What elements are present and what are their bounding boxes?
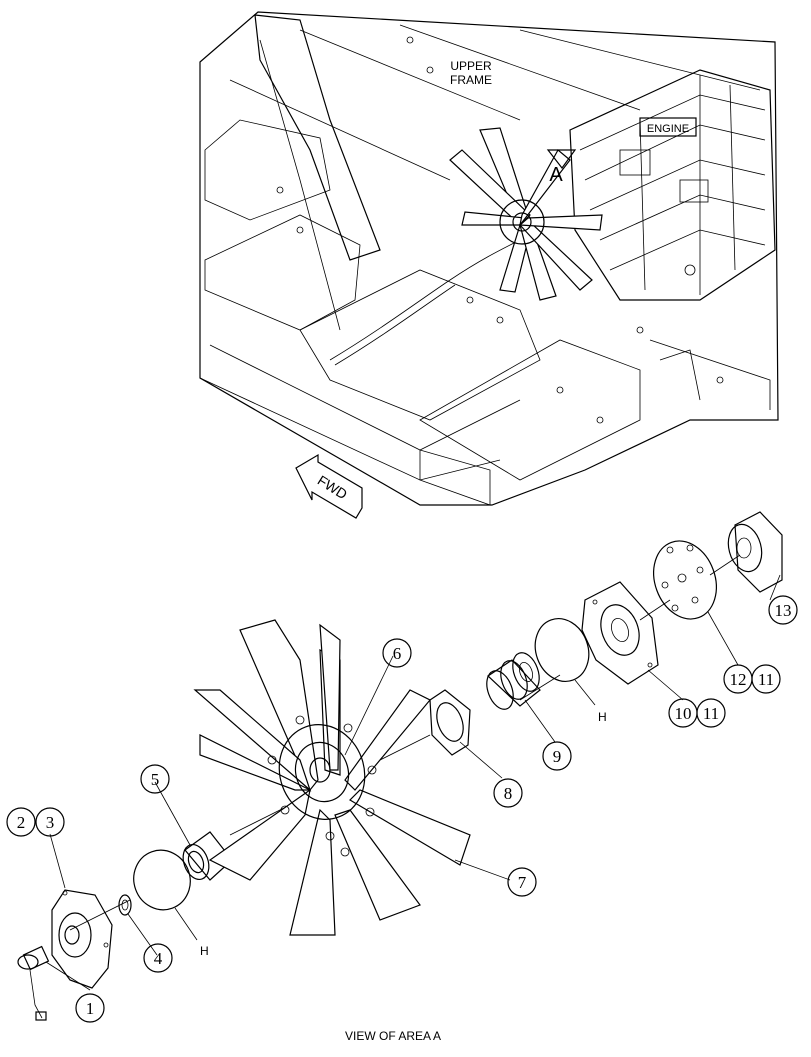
callout-12: 12 bbox=[723, 664, 753, 694]
gasket-h-right-label: H bbox=[598, 710, 607, 724]
callout-10: 10 bbox=[668, 698, 698, 728]
svg-text:7: 7 bbox=[518, 873, 527, 892]
upper-frame-view bbox=[199, 11, 779, 506]
svg-text:4: 4 bbox=[154, 949, 163, 968]
svg-text:9: 9 bbox=[553, 747, 562, 766]
svg-text:1: 1 bbox=[86, 999, 95, 1018]
fwd-label: FWD bbox=[315, 472, 351, 502]
callout-4: 4 bbox=[143, 943, 173, 973]
callout-9: 9 bbox=[542, 741, 572, 771]
callout-3: 3 bbox=[35, 807, 65, 837]
part-1-plug bbox=[17, 945, 50, 1021]
svg-text:5: 5 bbox=[151, 770, 160, 789]
view-caption: VIEW OF AREA A bbox=[345, 1029, 441, 1043]
gasket-h-right: H bbox=[534, 618, 607, 724]
gasket-h-left-label: H bbox=[200, 944, 209, 958]
svg-text:12: 12 bbox=[730, 670, 747, 689]
part-10-flange bbox=[581, 581, 659, 685]
svg-text:10: 10 bbox=[675, 704, 692, 723]
engine-label: ENGINE bbox=[647, 123, 689, 135]
part-8-plate bbox=[429, 689, 471, 756]
callout-6: 6 bbox=[382, 638, 412, 668]
callout-5: 5 bbox=[140, 764, 170, 794]
svg-text:13: 13 bbox=[775, 601, 792, 620]
engine-block: ENGINE bbox=[569, 69, 776, 301]
leader-lines bbox=[45, 574, 781, 991]
callout-7: 7 bbox=[507, 867, 537, 897]
part-13-motor bbox=[727, 511, 783, 593]
upper-fan: A bbox=[449, 127, 603, 301]
gasket-h-left: H bbox=[133, 849, 209, 958]
svg-text:3: 3 bbox=[46, 813, 55, 832]
part-7-fan bbox=[193, 619, 471, 936]
part-12-plate bbox=[653, 540, 717, 620]
part-9-pulley bbox=[486, 652, 541, 710]
part-3-housing bbox=[51, 889, 113, 989]
svg-text:11: 11 bbox=[758, 670, 774, 689]
callouts: 1 2 3 4 5 6 7 8 9 10 11 12 11 13 bbox=[6, 595, 798, 1023]
upper-frame-label-line2: FRAME bbox=[450, 73, 492, 87]
callout-8: 8 bbox=[493, 778, 523, 808]
callout-11b: 11 bbox=[751, 664, 781, 694]
callout-11a: 11 bbox=[696, 698, 726, 728]
fwd-arrow: FWD bbox=[295, 453, 363, 519]
callout-13: 13 bbox=[768, 595, 798, 625]
svg-text:2: 2 bbox=[17, 813, 26, 832]
part-4-ring bbox=[118, 894, 132, 916]
callout-2: 2 bbox=[6, 807, 36, 837]
svg-text:6: 6 bbox=[393, 644, 402, 663]
area-a-label: A bbox=[549, 164, 563, 186]
callout-1: 1 bbox=[75, 993, 105, 1023]
exploded-axis bbox=[69, 554, 741, 931]
svg-text:11: 11 bbox=[703, 704, 719, 723]
upper-frame-label-line1: UPPER bbox=[450, 59, 492, 73]
svg-text:8: 8 bbox=[504, 784, 513, 803]
